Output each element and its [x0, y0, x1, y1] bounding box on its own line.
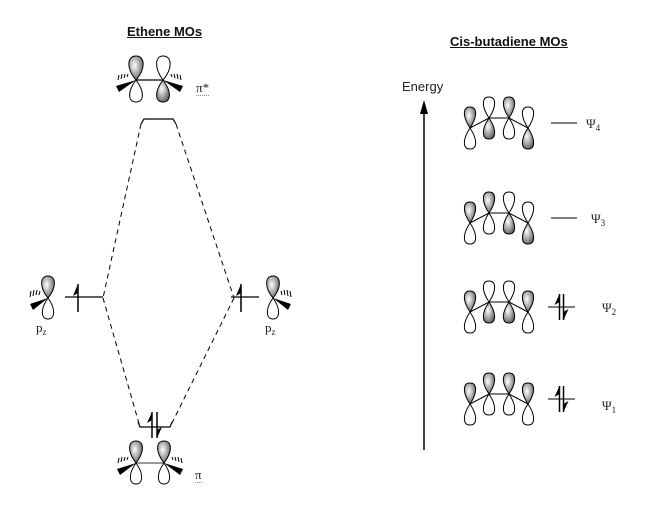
- butadiene-psi2-orbital: [463, 280, 535, 334]
- pi-text: π: [195, 467, 202, 483]
- ethene-pi-star-orbital: [116, 55, 183, 103]
- right-pz-orbital: [266, 275, 292, 320]
- shaded-lobe: [521, 382, 535, 405]
- pi-star-level: [140, 118, 177, 125]
- shaded-lobe: [521, 222, 535, 245]
- shaded-lobe: [502, 372, 516, 395]
- pi-electron-pair: [147, 412, 162, 438]
- energy-arrow-head: [420, 100, 428, 114]
- shaded-lobe: [482, 191, 496, 214]
- psi-index: 2: [611, 307, 617, 317]
- electron-spin-down-head: [563, 401, 569, 412]
- pz-base: p: [265, 320, 272, 335]
- psi-symbol: Ψ: [602, 300, 612, 315]
- carbon-backbone: [469, 393, 529, 405]
- psi-index: 1: [611, 405, 617, 415]
- pz-sub: z: [271, 327, 276, 337]
- psi2-label: Ψ2: [602, 300, 616, 317]
- pi-star-text: π*: [196, 80, 210, 96]
- psi-index: 4: [595, 123, 601, 133]
- shaded-lobe: [521, 127, 535, 150]
- butadiene-psi4-orbital: [463, 96, 535, 150]
- electron-spin-up-head: [554, 386, 560, 397]
- psi-symbol: Ψ: [586, 116, 596, 131]
- shaded-lobe: [463, 290, 477, 313]
- right-pz-label: pz: [265, 320, 276, 337]
- open-lobe: [521, 106, 535, 129]
- open-lobe: [521, 311, 535, 334]
- open-lobe: [502, 117, 516, 140]
- shaded-lobe: [502, 301, 516, 324]
- butadiene-psi3-orbital: [463, 191, 535, 245]
- psi-index: 3: [600, 218, 606, 228]
- open-lobe: [463, 127, 477, 150]
- left-pz-label: pz: [36, 320, 47, 337]
- psi-symbol: Ψ: [602, 398, 612, 413]
- open-lobe: [482, 280, 496, 303]
- psi3-label: Ψ3: [591, 211, 605, 228]
- shaded-lobe: [482, 117, 496, 140]
- shaded-lobe: [502, 212, 516, 235]
- shaded-lobe: [463, 201, 477, 224]
- pz-base: p: [36, 320, 43, 335]
- electron-spin-up-head: [554, 294, 560, 305]
- shaded-lobe: [463, 382, 477, 405]
- shaded-lobe: [482, 372, 496, 395]
- ethene-title: Ethene MOs: [127, 24, 203, 39]
- pi-star-label: π*: [196, 80, 210, 96]
- pz-sub: z: [42, 327, 47, 337]
- electron-spin-down-head: [563, 309, 569, 320]
- open-lobe: [521, 201, 535, 224]
- open-lobe: [463, 222, 477, 245]
- butadiene-title: Cis-butadiene MOs: [450, 34, 568, 49]
- open-lobe: [502, 393, 516, 416]
- carbon-backbone: [469, 117, 529, 129]
- energy-label: Energy: [402, 79, 444, 94]
- pi-label: π: [195, 467, 202, 483]
- left-pz-orbital: [29, 275, 55, 320]
- butadiene-psi1-orbital: [463, 372, 535, 426]
- carbon-backbone: [469, 212, 529, 224]
- open-lobe: [482, 212, 496, 235]
- pi-level: [137, 421, 173, 428]
- open-lobe: [502, 191, 516, 214]
- psi1-label: Ψ1: [602, 398, 616, 415]
- open-lobe: [502, 280, 516, 303]
- carbon-backbone: [469, 301, 529, 313]
- open-lobe: [463, 403, 477, 426]
- psi4-label: Ψ4: [586, 116, 600, 133]
- shaded-lobe: [463, 106, 477, 129]
- shaded-lobe: [521, 290, 535, 313]
- open-lobe: [482, 96, 496, 119]
- shaded-lobe: [502, 96, 516, 119]
- open-lobe: [521, 403, 535, 426]
- psi-symbol: Ψ: [591, 211, 601, 226]
- ethene-pi-orbital: [117, 440, 183, 485]
- open-lobe: [482, 393, 496, 416]
- open-lobe: [463, 311, 477, 334]
- shaded-lobe: [482, 301, 496, 324]
